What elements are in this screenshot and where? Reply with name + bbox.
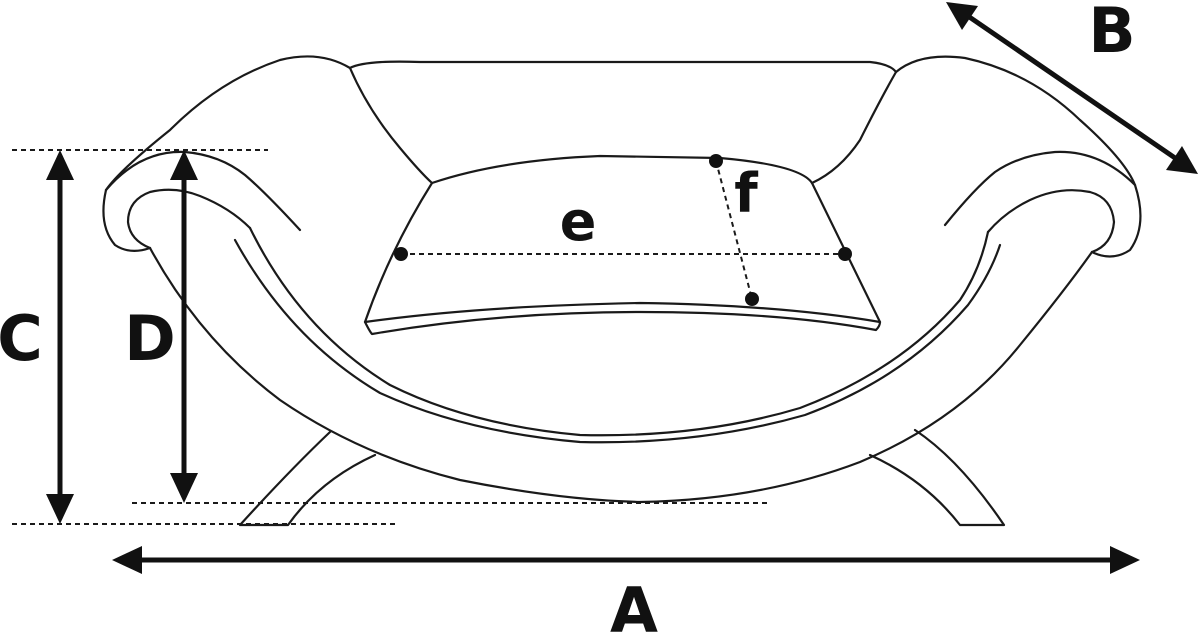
seat-shell-inner-1: [248, 226, 990, 437]
e-start-point: [394, 247, 408, 261]
label-a: A: [610, 574, 658, 635]
seat-width-measure-e: [394, 247, 852, 261]
dimension-arrow-b: [946, 2, 1198, 174]
sofa-outline: [102, 55, 1142, 527]
right-leg: [868, 428, 1006, 527]
label-c: C: [0, 302, 43, 375]
dimension-arrow-d: [170, 150, 198, 503]
e-end-point: [838, 247, 852, 261]
seat-cushion: [363, 154, 882, 324]
label-e: e: [560, 190, 597, 253]
left-arm-scroll: [126, 188, 252, 250]
seat-shell-outer: [148, 246, 1094, 504]
dimension-arrow-a: [112, 546, 1140, 574]
label-d: D: [124, 302, 175, 375]
left-arm-outer: [102, 55, 352, 252]
label-b: B: [1088, 0, 1135, 67]
f-start-point: [709, 154, 723, 168]
label-f: f: [734, 162, 758, 225]
seat-cushion-front-edge: [363, 310, 882, 336]
backrest: [348, 60, 898, 185]
left-arm-inner-curve: [104, 150, 302, 232]
right-arm-scroll: [986, 189, 1116, 254]
dimension-arrow-c: [46, 150, 74, 524]
right-arm-outer: [894, 55, 1142, 258]
left-leg: [238, 430, 377, 527]
right-arm-inner-curve: [943, 150, 1137, 227]
f-end-point: [745, 292, 759, 306]
extension-lines: [12, 149, 770, 525]
seat-shell-inner-2: [233, 238, 1002, 444]
seat-depth-measure-f: [709, 154, 759, 306]
